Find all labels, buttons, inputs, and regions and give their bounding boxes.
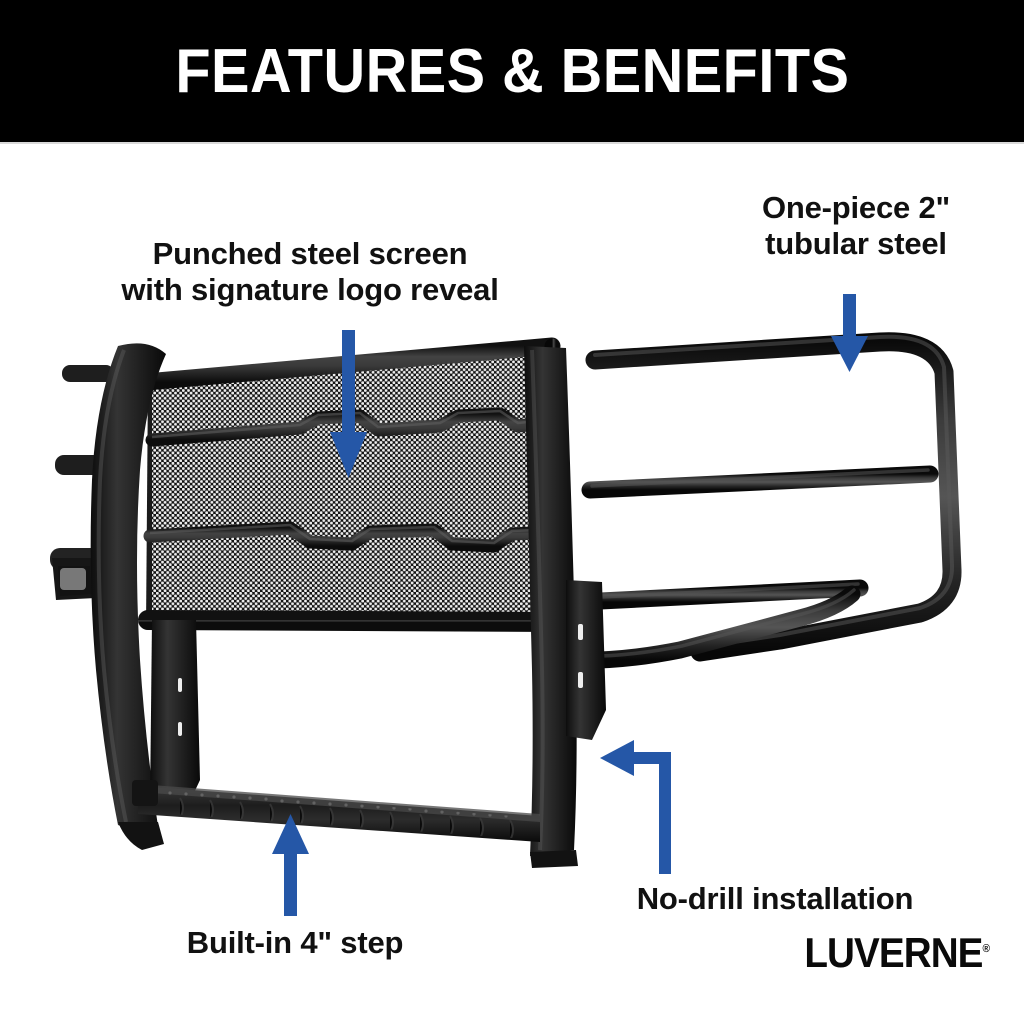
no-drill-mounting-bracket [566, 580, 606, 740]
left-upright-post [90, 343, 166, 840]
callout-no-drill-installation: No-drill installation [636, 881, 914, 916]
product-image-grille-guard [50, 332, 962, 868]
header-divider [0, 142, 1024, 144]
grille-screen-frame [137, 337, 566, 632]
left-mounting-bracket [150, 620, 200, 810]
brand-name: LUVERNE [804, 929, 983, 976]
right-upright-post [524, 346, 577, 856]
header-banner: FEATURES & BENEFITS [0, 0, 1024, 142]
callout-punched-steel-screen: Punched steel screen with signature logo… [121, 236, 499, 307]
page-title: FEATURES & BENEFITS [174, 36, 850, 106]
punched-steel-mesh [152, 348, 545, 622]
callout-built-in-step: Built-in 4" step [186, 925, 404, 960]
registered-trademark-symbol: ® [982, 943, 990, 955]
callout-one-piece-tubular-steel: One-piece 2" tubular steel [761, 190, 951, 261]
lower-leg-feet [118, 822, 578, 868]
luverne-brand-logo: LUVERNE® [723, 929, 990, 977]
headlight-guard-wing [561, 332, 962, 669]
built-in-step-bar [132, 780, 540, 842]
